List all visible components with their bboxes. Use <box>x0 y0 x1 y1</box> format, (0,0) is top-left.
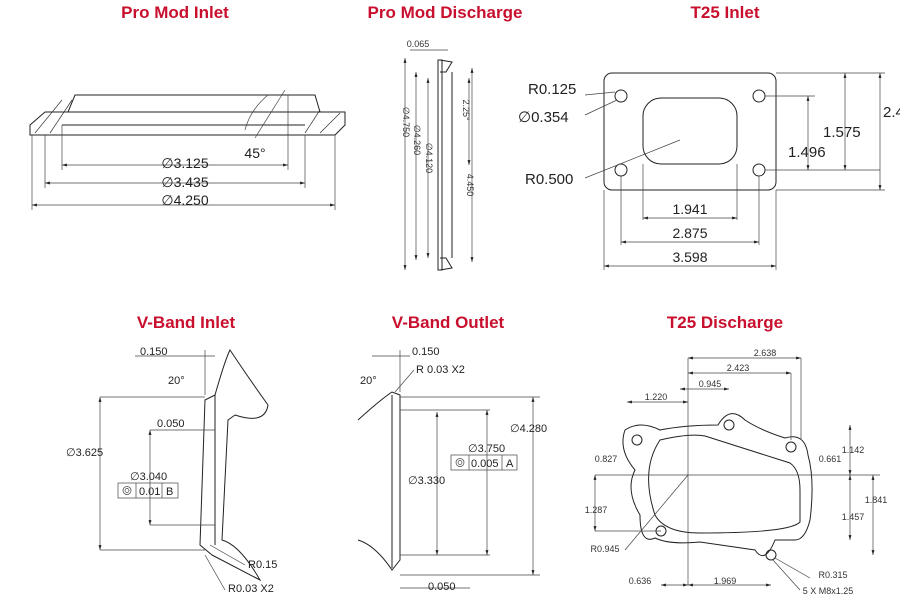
pro-mod-discharge-d3: ∅4.120 <box>424 143 434 173</box>
vband-outlet-angle: 20° <box>360 375 377 387</box>
t25-inlet-v1: 1.496 <box>788 144 826 161</box>
pro-mod-inlet-drawing <box>29 89 346 210</box>
t25-discharge-thread: 5 X M8x1.25 <box>803 586 854 596</box>
t25-inlet-v2: 1.575 <box>823 124 861 141</box>
pro-mod-discharge-drawing <box>403 49 474 271</box>
pro-mod-discharge-depth: 2.25° <box>461 99 471 121</box>
vband-outlet-radius: R 0.03 X2 <box>416 364 465 376</box>
t25-inlet-v3: 2.44 <box>883 104 900 121</box>
vband-outlet-tol-datum: A <box>506 458 514 470</box>
t25-discharge-v6: 1.841 <box>865 495 888 505</box>
pro-mod-discharge-thickness: 0.065 <box>407 39 430 49</box>
pro-mod-inlet-d2: ∅3.435 <box>161 174 208 190</box>
vband-outlet-drawing <box>357 350 540 589</box>
vband-inlet-w2: 0.050 <box>157 418 185 430</box>
t25-discharge-b1: 0.636 <box>629 576 652 586</box>
t25-discharge-r1: R0.945 <box>590 544 619 554</box>
pro-mod-discharge-d2: ∅4.260 <box>412 125 422 155</box>
title-t25-discharge: T25 Discharge <box>667 313 783 332</box>
t25-inlet-h1: 1.941 <box>672 201 707 217</box>
vband-inlet-w1: 0.150 <box>140 346 168 358</box>
t25-inlet-h3: 3.598 <box>672 249 707 265</box>
t25-inlet-r-large: R0.500 <box>525 171 573 188</box>
title-t25-inlet: T25 Inlet <box>691 3 760 22</box>
vband-inlet-tol-value: 0.01 <box>139 486 160 498</box>
pro-mod-discharge-d1: ∅4.750 <box>401 107 411 137</box>
pro-mod-inlet-angle: 45° <box>244 145 265 161</box>
vband-outlet-d3: ∅3.330 <box>408 475 445 487</box>
pro-mod-discharge-height: 4.450 <box>465 174 475 197</box>
t25-inlet-r-small: R0.125 <box>528 81 576 98</box>
vband-inlet-drawing <box>98 349 269 591</box>
vband-inlet-tol-datum: B <box>166 486 173 498</box>
title-vband-inlet: V-Band Inlet <box>137 313 236 332</box>
t25-discharge-h2: 2.423 <box>727 363 750 373</box>
vband-inlet-angle: 20° <box>168 375 185 387</box>
vband-outlet-w2: 0.050 <box>428 581 456 593</box>
vband-outlet-tol-value: 0.005 <box>471 458 499 470</box>
t25-discharge-h4: 1.220 <box>645 392 668 402</box>
t25-discharge-drawing <box>593 356 880 591</box>
t25-inlet-h2: 2.875 <box>672 225 707 241</box>
t25-discharge-h3: 0.945 <box>699 379 722 389</box>
t25-discharge-v4: 1.287 <box>585 505 608 515</box>
vband-outlet-w1: 0.150 <box>412 346 440 358</box>
t25-inlet-drawing <box>584 72 885 270</box>
vband-outlet-d2: ∅3.750 <box>468 443 505 455</box>
pro-mod-inlet-d3: ∅4.250 <box>161 192 208 208</box>
t25-discharge-v1: 0.827 <box>595 454 618 464</box>
vband-inlet-r1: R0.15 <box>248 559 277 571</box>
t25-discharge-h1: 2.638 <box>754 348 777 358</box>
vband-inlet-d1: ∅3.625 <box>66 447 103 459</box>
title-vband-outlet: V-Band Outlet <box>392 313 505 332</box>
t25-discharge-v3: 1.142 <box>842 445 865 455</box>
vband-outlet-d1: ∅4.280 <box>510 423 547 435</box>
vband-inlet-d2: ∅3.040 <box>130 471 167 483</box>
vband-inlet-r2: R0.03 X2 <box>228 583 274 595</box>
t25-discharge-v5: 1.457 <box>842 512 865 522</box>
t25-discharge-v2: 0.661 <box>819 454 842 464</box>
title-pro-mod-discharge: Pro Mod Discharge <box>368 3 523 22</box>
pro-mod-inlet-d1: ∅3.125 <box>161 155 208 171</box>
title-pro-mod-inlet: Pro Mod Inlet <box>121 3 229 22</box>
t25-discharge-b2: 1.969 <box>714 576 737 586</box>
t25-discharge-r2: R0.315 <box>818 570 847 580</box>
t25-inlet-hole: ∅0.354 <box>518 109 569 126</box>
